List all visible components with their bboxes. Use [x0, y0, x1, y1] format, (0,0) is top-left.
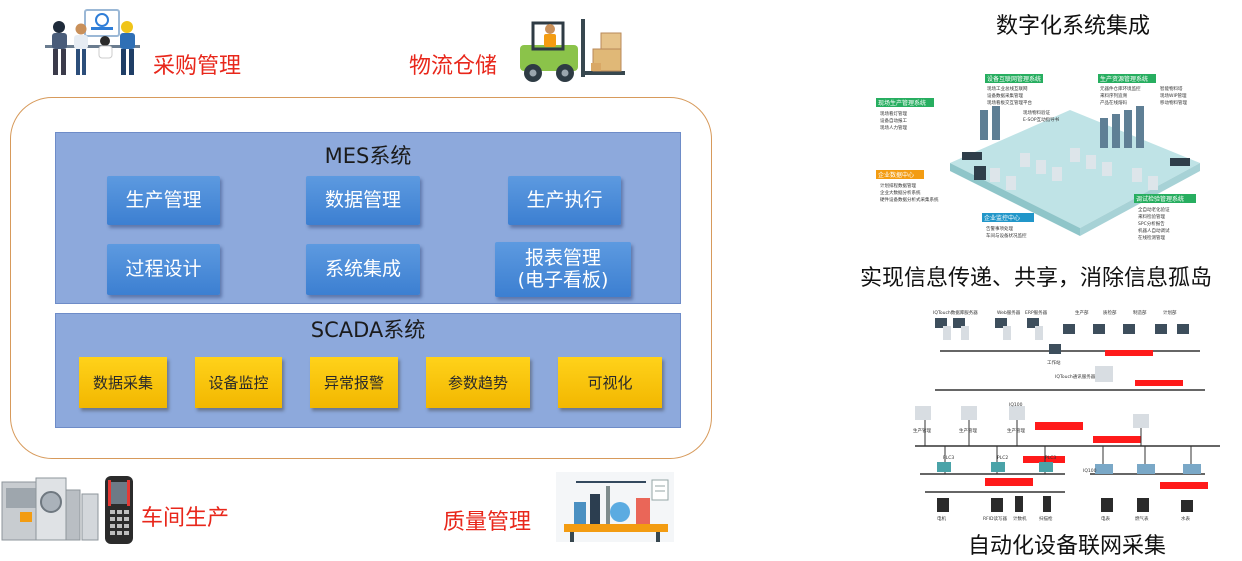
scada-module-data-collection[interactable]: 数据采集 — [79, 357, 167, 408]
svg-text:企业大数据分析系统: 企业大数据分析系统 — [880, 189, 921, 196]
scada-module-visualization[interactable]: 可视化 — [558, 357, 662, 408]
scada-module-device-monitor[interactable]: 设备监控 — [195, 357, 282, 408]
svg-text:设备数据采集管理: 设备数据采集管理 — [987, 92, 1023, 99]
svg-text:设备自动报工: 设备自动报工 — [880, 117, 907, 124]
svg-text:PLC3: PLC3 — [943, 455, 954, 461]
svg-text:IQ100: IQ100 — [1009, 402, 1023, 408]
workshop-label: 车间生产 — [141, 506, 230, 531]
svg-text:现场看灯管理: 现场看灯管理 — [880, 110, 907, 117]
scada-system-title: SCADA系统 — [310, 318, 426, 342]
svg-text:工作站: 工作站 — [1047, 359, 1061, 366]
mes-module-data-mgmt[interactable]: 数据管理 — [306, 176, 420, 225]
svg-text:现场人力管理: 现场人力管理 — [880, 124, 907, 131]
svg-text:生产管理: 生产管理 — [1007, 427, 1025, 434]
automation-network-diagram: IQTouch数据库服务器 Web服务器 ERP服务器 生产部 质检部 制造部 … — [905, 306, 1235, 526]
handheld-scanner-illustration — [103, 474, 135, 546]
svg-text:来料序列追溯: 来料序列追溯 — [1100, 92, 1127, 99]
svg-text:现场看板交互管理平台: 现场看板交互管理平台 — [987, 99, 1032, 106]
svg-text:IQTouch通讯服务器: IQTouch通讯服务器 — [1055, 373, 1096, 380]
mes-module-process-design[interactable]: 过程设计 — [107, 244, 220, 295]
svg-text:水表: 水表 — [1181, 515, 1190, 522]
mes-module-report-mgmt[interactable]: 报表管理 (电子看板) — [495, 242, 631, 297]
svg-text:现场生产管理系统: 现场生产管理系统 — [878, 99, 926, 107]
info-sharing-title: 实现信息传递、共享，消除信息孤岛 — [860, 266, 1213, 291]
logistics-label: 物流仓储 — [409, 54, 498, 79]
workshop-machine-illustration — [0, 472, 100, 544]
scada-module-alarm[interactable]: 异常报警 — [310, 357, 398, 408]
svg-text:企业监控中心: 企业监控中心 — [984, 214, 1020, 222]
svg-text:电表: 电表 — [1101, 515, 1110, 522]
svg-text:元器件仓库环境监控: 元器件仓库环境监控 — [1100, 85, 1141, 92]
svg-text:移动物料管理: 移动物料管理 — [1160, 99, 1187, 106]
svg-text:在线检测管理: 在线检测管理 — [1138, 234, 1165, 241]
svg-text:ERP服务器: ERP服务器 — [1025, 309, 1048, 316]
svg-text:生产管理: 生产管理 — [959, 427, 977, 434]
svg-text:IQ100: IQ100 — [1083, 468, 1097, 474]
mes-module-system-integration[interactable]: 系统集成 — [306, 244, 420, 295]
scada-module-param-trend[interactable]: 参数趋势 — [426, 357, 530, 408]
svg-text:计划排程数据管理: 计划排程数据管理 — [880, 182, 916, 189]
svg-text:产品在线熔码: 产品在线熔码 — [1100, 99, 1127, 106]
svg-text:电机: 电机 — [937, 515, 946, 522]
svg-text:现场物料验证: 现场物料验证 — [1023, 109, 1050, 116]
svg-text:告警事项处理: 告警事项处理 — [986, 225, 1013, 232]
svg-text:现场WIP管理: 现场WIP管理 — [1160, 92, 1187, 99]
quality-lab-illustration — [556, 472, 674, 542]
forklift-illustration — [515, 15, 630, 83]
svg-text:PLC2: PLC2 — [997, 455, 1008, 461]
svg-text:机器人自动调试: 机器人自动调试 — [1138, 227, 1170, 234]
svg-text:全自动老化验证: 全自动老化验证 — [1138, 206, 1170, 213]
svg-text:生产资源管理系统: 生产资源管理系统 — [1100, 75, 1148, 83]
report-mgmt-label: 报表管理 — [524, 246, 601, 269]
report-mgmt-sublabel: (电子看板) — [517, 268, 609, 291]
svg-text:计划部: 计划部 — [1163, 309, 1177, 316]
svg-text:企业数据中心: 企业数据中心 — [878, 171, 914, 179]
svg-text:硬件设备数据分析式采集系统: 硬件设备数据分析式采集系统 — [880, 196, 939, 203]
svg-text:制造部: 制造部 — [1133, 309, 1147, 316]
digital-integration-title: 数字化系统集成 — [996, 14, 1151, 39]
svg-text:PLC3: PLC3 — [1045, 455, 1056, 461]
svg-text:IQTouch数据库服务器: IQTouch数据库服务器 — [933, 309, 978, 316]
svg-text:生产部: 生产部 — [1075, 309, 1089, 316]
svg-text:车间与设备状况监控: 车间与设备状况监控 — [986, 232, 1027, 239]
digital-factory-diagram: 设备互联网管理系统 现场工业总线互联网 设备数据采集管理 现场看板交互管理平台 … — [870, 68, 1216, 246]
mes-system-title: MES系统 — [324, 144, 412, 168]
svg-text:E-SOP互动指导书: E-SOP互动指导书 — [1023, 116, 1060, 123]
svg-text:计数机: 计数机 — [1013, 515, 1027, 522]
svg-text:智能物料塔: 智能物料塔 — [1160, 85, 1183, 92]
quality-label: 质量管理 — [443, 510, 532, 535]
svg-text:RFID读写器: RFID读写器 — [983, 515, 1008, 522]
mes-module-production-exec[interactable]: 生产执行 — [508, 176, 621, 225]
system-boundary-frame — [10, 97, 712, 459]
svg-text:现场工业总线互联网: 现场工业总线互联网 — [987, 85, 1028, 92]
automation-title: 自动化设备联网采集 — [968, 534, 1167, 559]
svg-text:Web服务器: Web服务器 — [997, 309, 1021, 316]
iot-mgmt-header — [985, 74, 1043, 83]
mes-module-production-mgmt[interactable]: 生产管理 — [107, 176, 220, 225]
svg-text:SPC分析报告: SPC分析报告 — [1138, 220, 1165, 227]
procurement-illustration — [45, 5, 140, 80]
svg-text:来料检验管理: 来料检验管理 — [1138, 213, 1165, 220]
svg-text:燃气表: 燃气表 — [1135, 515, 1149, 522]
svg-text:质检部: 质检部 — [1103, 309, 1117, 316]
procurement-label: 采购管理 — [153, 54, 242, 79]
svg-text:扫描枪: 扫描枪 — [1039, 515, 1053, 522]
svg-text:设备互联网管理系统: 设备互联网管理系统 — [987, 75, 1041, 83]
svg-text:生产管理: 生产管理 — [913, 427, 931, 434]
svg-text:调试检验管理系统: 调试检验管理系统 — [1136, 195, 1184, 203]
